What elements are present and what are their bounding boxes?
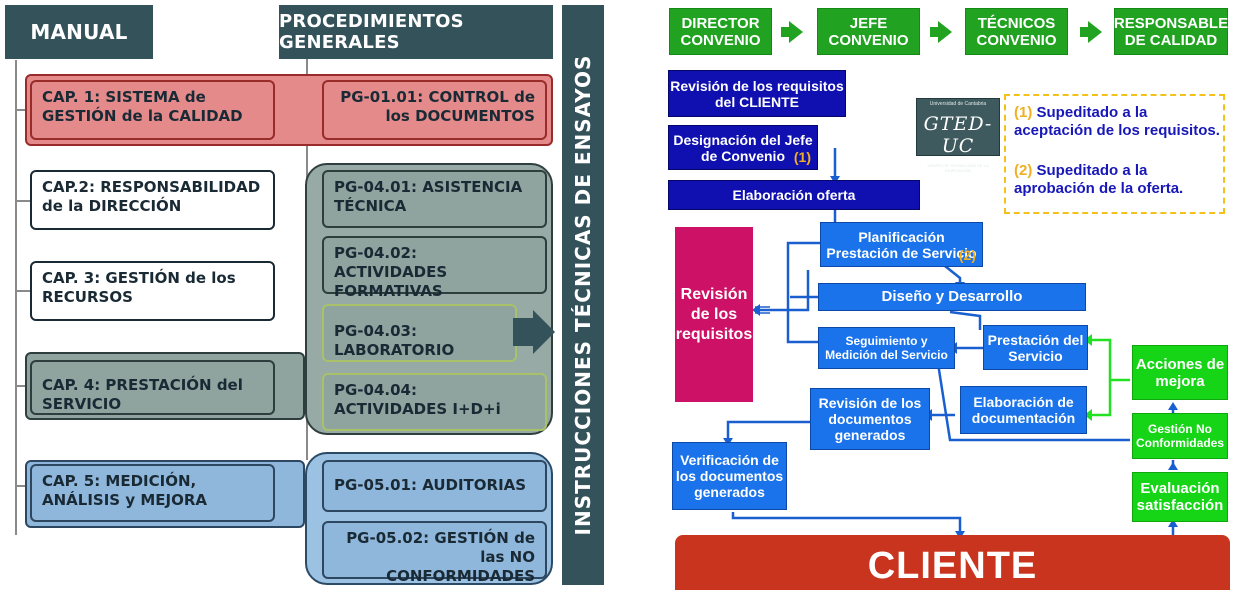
role-arrow-stem [781,27,789,37]
pg0402-box: PG-04.02: ACTIVIDADES FORMATIVAS [322,236,547,300]
role-director: DIRECTOR CONVENIO [669,8,772,55]
step-verificacion: Verificación de los documentos generados [672,442,787,510]
cap2-box: CAP.2: RESPONSABILIDAD de la DIRECCIÓN [30,170,275,230]
pg-header: PROCEDIMIENTOS GENERALES [279,5,553,59]
laboratory-arrow-icon [533,310,555,354]
pg0501-box: PG-05.01: AUDITORIAS [322,460,547,512]
revision-requisitos-box: Revisión de los requisitos [675,227,753,402]
step-acciones-mejora: Acciones de mejora [1132,345,1228,400]
role-responsable: RESPONSABLE DE CALIDAD [1114,8,1228,55]
gted-logo: Universidad de Cantabria GTED-UC GRUPO D… [916,98,1000,173]
pg0403-box: PG-04.03: LABORATORIO [322,304,517,362]
notes-box: (1) Supeditado a la aceptación de los re… [1004,94,1225,214]
note-1-text: Supeditado a la aceptación de los requis… [1014,104,1220,139]
cap1-box: CAP. 1: SISTEMA de GESTIÓN de la CALIDAD [30,80,275,140]
note-1: (1) Supeditado a la aceptación de los re… [1014,104,1224,140]
logo-name: GTED-UC [923,113,993,157]
manual-header: MANUAL [5,5,153,59]
connector [15,200,30,202]
connector [15,385,30,387]
connector [15,485,30,487]
note-1-ref: (1) [1014,104,1033,121]
laboratory-arrow-stem [513,318,535,346]
manual-connector-line [15,60,17,535]
pg0101-box: PG-01.01: CONTROL de los DOCUMENTOS [322,80,547,140]
cap3-box: CAP. 3: GESTIÓN de los RECURSOS [30,261,275,321]
pg0404-box: PG-04.04: ACTIVIDADES I+D+i [322,373,547,431]
step-revision-docs: Revisión de los documentos generados [810,388,930,450]
note-2-text: Supeditado a la aprobación de la oferta. [1014,162,1184,197]
step-revision-cliente: Revisión de los requisitos del CLIENTE [668,70,846,117]
logo-small-text: Universidad de Cantabria [929,101,987,107]
step-designacion-text: Designación del Jefe de Convenio [673,131,813,164]
step-diseno: Diseño y Desarrollo [818,283,1086,311]
role-arrow-stem [930,27,938,37]
role-arrow-icon [789,21,803,43]
step-planificacion-ref: (2) [958,247,976,263]
step-elaboracion-oferta: Elaboración oferta [668,180,920,210]
step-planificacion-text: Planificación Prestación de Servicio [826,228,977,261]
step-elaboracion-doc: Elaboración de documentación [960,386,1087,434]
step-seguimiento: Seguimiento y Medición del Servicio [818,327,955,369]
role-arrow-stem [1080,27,1088,37]
cap5-box: CAP. 5: MEDICIÓN, ANÁLISIS y MEJORA [30,464,275,522]
step-gestion-nc: Gestión No Conformidades [1132,413,1228,459]
note-2: (2) Supeditado a la aprobación de la ofe… [1014,162,1224,198]
pg0502-box: PG-05.02: GESTIÓN de las NO CONFORMIDADE… [322,521,547,585]
role-tecnicos: TÉCNICOS CONVENIO [965,8,1068,55]
role-arrow-icon [938,21,952,43]
step-evaluacion: Evaluación satisfacción [1132,472,1228,522]
step-designacion-ref: (1) [793,149,811,165]
role-jefe: JEFE CONVENIO [817,8,920,55]
connector [15,290,30,292]
cap4-box: CAP. 4: PRESTACIÓN del SERVICIO [30,360,275,415]
logo-subtitle: GRUPO DE TECNOLOGÍA DE LA EDIFICACIÓN [927,163,989,173]
vertical-title: INSTRUCCIONES TÉCNICAS DE ENSAYOS [562,5,604,585]
step-prestacion: Prestación del Servicio [983,325,1088,370]
pg0401-box: PG-04.01: ASISTENCIA TÉCNICA [322,170,547,228]
cliente-banner: CLIENTE [675,535,1230,590]
step-planificacion: Planificación Prestación de Servicio (2) [820,222,983,267]
connector [15,109,30,111]
role-arrow-icon [1088,21,1102,43]
note-2-ref: (2) [1014,162,1033,179]
step-designacion: Designación del Jefe de Convenio (1) [668,125,818,170]
